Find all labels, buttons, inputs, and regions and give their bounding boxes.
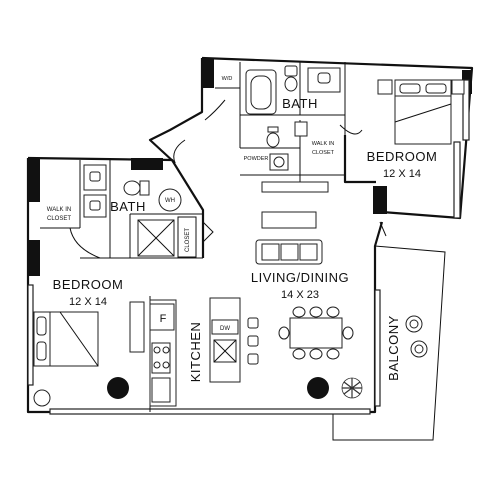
plant-icon <box>341 377 363 399</box>
bedroom-left-label: BEDROOM <box>53 277 124 292</box>
bedroom-furniture <box>33 79 465 407</box>
room-labels: W/D BATH POWDER WALK IN CLOSET BEDROOM 1… <box>47 76 438 383</box>
closet-label: CLOSET <box>185 228 191 252</box>
door-swings <box>69 99 387 259</box>
outer-walls <box>26 56 474 441</box>
balcony-label: BALCONY <box>386 315 401 381</box>
balcony-furniture <box>405 315 428 358</box>
dishwasher-label: DW <box>220 326 230 332</box>
walk-in-closet-left-label-1: WALK IN <box>47 207 71 213</box>
column-right-icon <box>307 377 329 399</box>
powder-label: POWDER <box>244 156 269 162</box>
wd-label: W/D <box>222 76 233 82</box>
upper-bath-fixtures <box>245 65 341 171</box>
living-dining-label: LIVING/DINING <box>251 270 349 285</box>
kitchen <box>149 297 259 407</box>
bedroom-right-label: BEDROOM <box>367 149 438 164</box>
bedroom-left-size: 12 X 14 <box>69 296 107 308</box>
wh-label: WH <box>165 198 175 204</box>
walk-in-closet-right-label-1: WALK IN <box>312 141 334 147</box>
walk-in-closet-right-label-2: CLOSET <box>312 150 335 156</box>
lower-bath-fixtures <box>83 164 197 258</box>
bath-upper-label: BATH <box>282 96 318 111</box>
walk-in-closet-left-label-2: CLOSET <box>47 216 71 222</box>
column-left-icon <box>107 377 129 399</box>
bath-lower-label: BATH <box>110 199 146 214</box>
windows <box>27 79 470 415</box>
kitchen-label: KITCHEN <box>188 322 203 383</box>
living-dining-size: 14 X 23 <box>281 289 319 301</box>
bedroom-right-size: 12 X 14 <box>383 168 421 180</box>
fridge-label: F <box>160 313 167 325</box>
living-dining-furniture <box>107 211 363 399</box>
